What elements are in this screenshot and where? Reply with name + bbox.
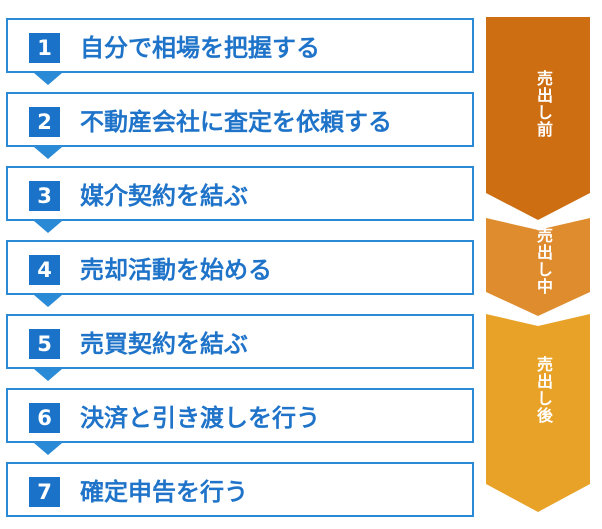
step-7-label: 確定申告を行う xyxy=(80,478,248,506)
step-6-box: 6 決済と引き渡しを行う xyxy=(6,388,474,443)
step-2-box: 2 不動産会社に査定を依頼する xyxy=(6,92,474,147)
step-6-label: 決済と引き渡しを行う xyxy=(80,404,320,432)
phase-before-chevron xyxy=(486,17,590,220)
step-4-label: 売却活動を始める xyxy=(80,256,272,284)
step-3-down-arrow-icon xyxy=(34,221,62,233)
step-4-number: 4 xyxy=(29,255,60,285)
step-1-box: 1 自分で相場を把握する xyxy=(6,18,474,73)
step-7-number: 7 xyxy=(29,477,60,507)
step-3-number: 3 xyxy=(29,181,60,211)
step-3-box: 3 媒介契約を結ぶ xyxy=(6,166,474,221)
step-4-down-arrow-icon xyxy=(34,295,62,307)
step-2-down-arrow-icon xyxy=(34,147,62,159)
step-3-label: 媒介契約を結ぶ xyxy=(80,182,248,210)
step-5-number: 5 xyxy=(29,329,60,359)
phase-after-chevron xyxy=(486,314,590,512)
step-5-box: 5 売買契約を結ぶ xyxy=(6,314,474,369)
phase-after-label: 売出し後 xyxy=(534,356,553,424)
step-4-box: 4 売却活動を始める xyxy=(6,240,474,295)
step-1-label: 自分で相場を把握する xyxy=(80,34,320,62)
step-1-down-arrow-icon xyxy=(34,73,62,85)
step-2-label: 不動産会社に査定を依頼する xyxy=(80,108,392,136)
phase-during-chevron xyxy=(486,218,590,316)
step-1-number: 1 xyxy=(29,33,60,63)
phase-before-label: 売出し前 xyxy=(534,70,553,138)
step-5-label: 売買契約を結ぶ xyxy=(80,330,248,358)
step-6-number: 6 xyxy=(29,403,60,433)
step-5-down-arrow-icon xyxy=(34,369,62,381)
step-7-box: 7 確定申告を行う xyxy=(6,462,474,517)
phase-during-label: 売出し中 xyxy=(534,227,553,295)
step-6-down-arrow-icon xyxy=(34,443,62,455)
step-2-number: 2 xyxy=(29,107,60,137)
